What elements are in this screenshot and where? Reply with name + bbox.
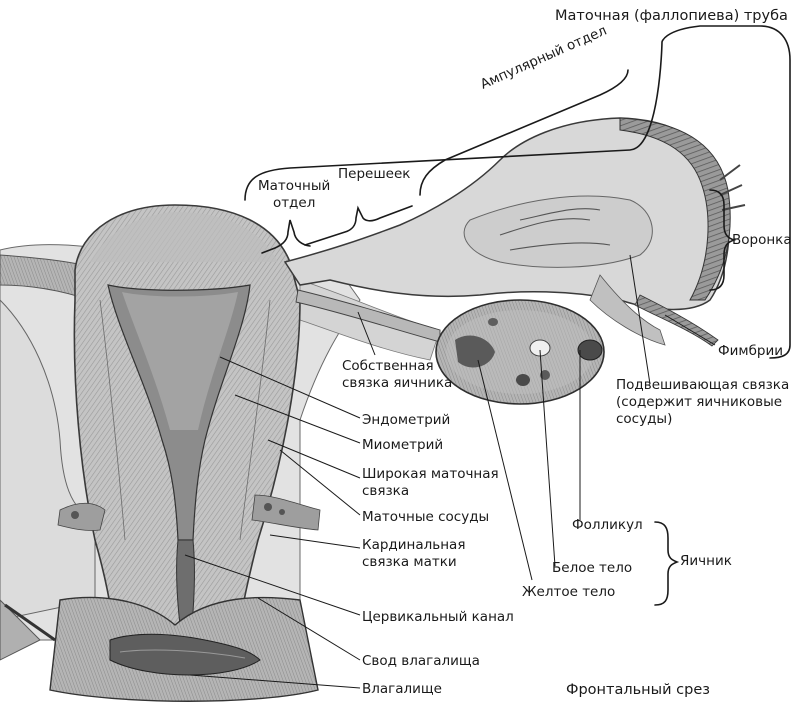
label-isthmus: Перешеек bbox=[338, 166, 410, 183]
label-cardinal-line1: Кардинальная bbox=[362, 537, 465, 554]
label-uterine-part: Маточный отдел bbox=[258, 178, 330, 212]
label-broad-ligament-line2: связка bbox=[362, 483, 499, 500]
label-cervical-canal: Цервикальный канал bbox=[362, 609, 514, 626]
label-broad-ligament: Широкая маточная связка bbox=[362, 466, 499, 500]
label-myometrium: Миометрий bbox=[362, 437, 443, 454]
label-broad-ligament-line1: Широкая маточная bbox=[362, 466, 499, 483]
label-ovarian-ligament-line2: связка яичника bbox=[342, 375, 452, 392]
label-fallopian-tube: Маточная (фаллопиева) труба bbox=[555, 8, 788, 25]
label-cardinal-line2: связка матки bbox=[362, 554, 465, 571]
label-vaginal-vault: Свод влагалища bbox=[362, 653, 480, 670]
label-follicle: Фолликул bbox=[572, 517, 643, 534]
label-cardinal-ligament: Кардинальная связка матки bbox=[362, 537, 465, 571]
label-ovary: Яичник bbox=[680, 553, 732, 570]
label-yellow-body: Желтое тело bbox=[522, 584, 615, 601]
label-fimbriae: Фимбрии bbox=[718, 343, 783, 360]
label-uterine-vessels: Маточные сосуды bbox=[362, 509, 489, 526]
label-white-body: Белое тело bbox=[552, 560, 632, 577]
ovary bbox=[436, 300, 604, 404]
label-suspensory-line3: сосуды) bbox=[616, 411, 789, 428]
label-infundibulum: Воронка bbox=[732, 232, 792, 249]
label-suspensory-ligament: Подвешивающая связка (содержит яичниковы… bbox=[616, 377, 789, 428]
label-suspensory-line2: (содержит яичниковые bbox=[616, 394, 789, 411]
label-endometrium: Эндометрий bbox=[362, 412, 450, 429]
label-uterine-part-line1: Маточный bbox=[258, 178, 330, 195]
ovary-bracket bbox=[655, 522, 677, 605]
label-ovarian-ligament-line1: Собственная bbox=[342, 358, 452, 375]
label-ovarian-ligament: Собственная связка яичника bbox=[342, 358, 452, 392]
label-uterine-part-line2: отдел bbox=[258, 195, 330, 212]
label-vagina: Влагалище bbox=[362, 681, 442, 698]
label-section-title: Фронтальный срез bbox=[566, 682, 710, 699]
leader-fimbriae bbox=[665, 315, 715, 345]
label-suspensory-line1: Подвешивающая связка bbox=[616, 377, 789, 394]
